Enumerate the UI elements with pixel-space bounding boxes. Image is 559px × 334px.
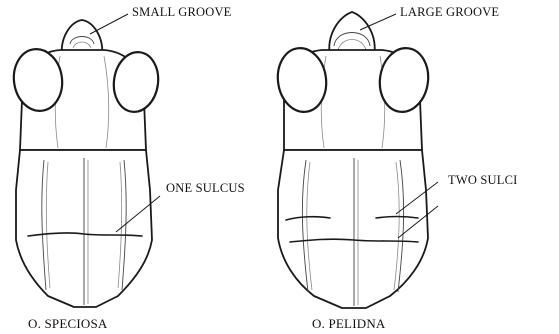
caption-left: O. SPECIOSA <box>28 316 108 331</box>
leader-small-groove <box>90 14 128 34</box>
abdomen-right <box>278 150 428 308</box>
label-one-sulcus: ONE SULCUS <box>166 181 245 195</box>
caption-right: O. PELIDNA <box>312 316 386 331</box>
label-large-groove: LARGE GROOVE <box>400 5 499 19</box>
specimen-o-pelidna <box>274 12 432 308</box>
specimen-o-speciosa <box>10 20 162 307</box>
label-two-sulci: TWO SULCI <box>448 173 518 187</box>
label-small-groove: SMALL GROOVE <box>132 5 232 19</box>
